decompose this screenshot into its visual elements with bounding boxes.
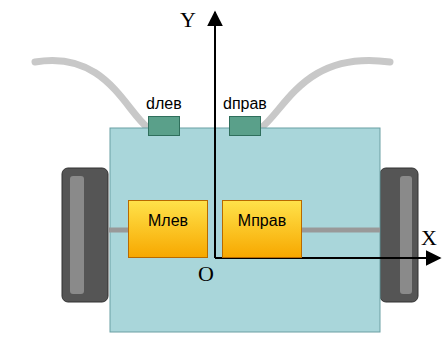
- left-wheel: [62, 168, 108, 302]
- motor-label: Mлев: [148, 211, 188, 231]
- motor-box: Mправ: [222, 200, 302, 258]
- motor-box: Mлев: [128, 200, 208, 258]
- right-axle: [302, 228, 380, 233]
- left-wheel-tread: [70, 176, 84, 294]
- right-wheel: [380, 168, 418, 302]
- sensor-label: dлев: [146, 94, 182, 114]
- axis-label: X: [421, 226, 437, 250]
- right-antenna: [261, 60, 390, 128]
- axis-label: O: [198, 262, 214, 286]
- axis-label-text: X: [421, 226, 437, 250]
- sensor-label: dправ: [223, 94, 267, 114]
- y-axis: [214, 12, 216, 258]
- distance-sensor: dправ: [223, 94, 267, 136]
- sensor-body: [229, 116, 261, 136]
- distance-sensor: dлев: [146, 94, 182, 136]
- robot-body: [110, 128, 380, 332]
- axis-label-text: O: [198, 262, 214, 286]
- axis-label: Y: [180, 8, 196, 32]
- sensor-body: [148, 116, 180, 136]
- axis-label-text: Y: [180, 8, 196, 32]
- left-antenna: [35, 60, 148, 128]
- motor-label: Mправ: [238, 211, 286, 231]
- right-wheel-tread: [400, 176, 412, 294]
- left-axle: [108, 228, 128, 233]
